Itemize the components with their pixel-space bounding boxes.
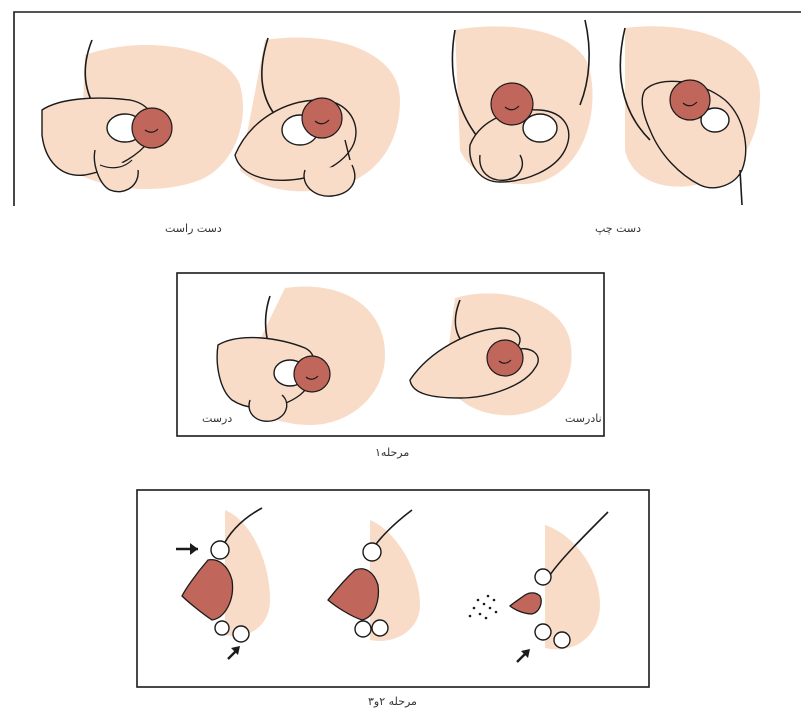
- caption-right-hand: دست راست: [165, 222, 222, 235]
- breast-figure-step2-b: [328, 510, 420, 641]
- caption-step1: مرحله۱: [375, 446, 409, 459]
- breast-figure-step2-a: [176, 508, 270, 659]
- milk-spray-icon: [469, 595, 498, 620]
- breast-figure-right-hand-2: [235, 38, 400, 197]
- caption-left-hand: دست چپ: [595, 222, 641, 235]
- breast-figure-left-hand-2: [620, 26, 760, 205]
- caption-step23: مرحله ۲و۳: [368, 695, 417, 708]
- label-incorrect: نادرست: [565, 412, 602, 425]
- breast-figure-right-hand-1: [42, 40, 243, 192]
- breast-figure-left-hand-1: [452, 20, 592, 184]
- breast-figure-incorrect: [410, 293, 572, 415]
- breast-figure-correct: [217, 287, 385, 425]
- label-correct: درست: [202, 412, 232, 425]
- breast-figure-step3: [469, 512, 608, 662]
